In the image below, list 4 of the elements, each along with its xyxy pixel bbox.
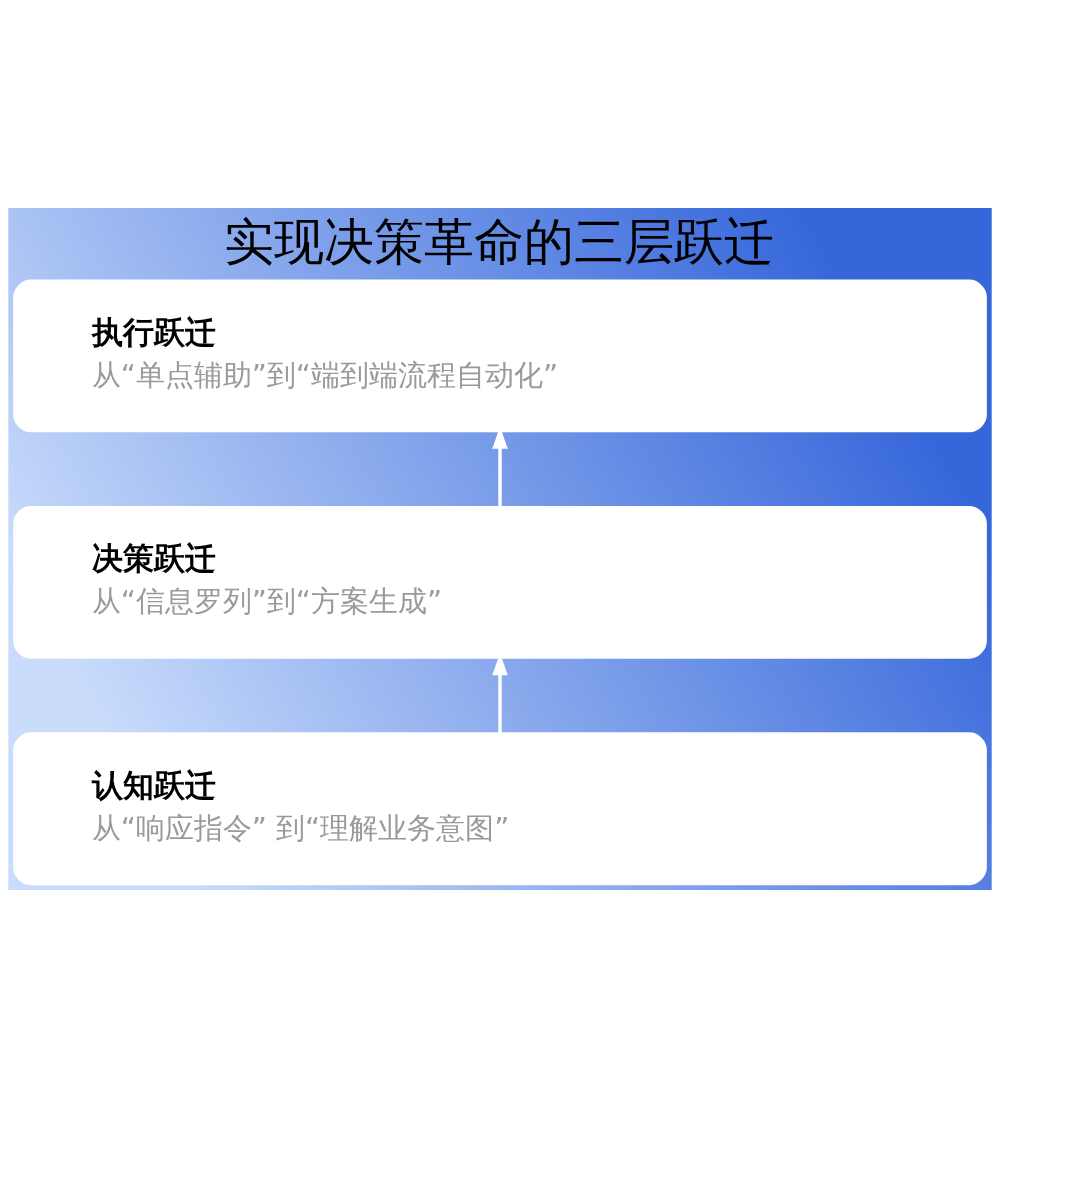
- node-box: 决策跃迁 从“信息罗列”到“方案生成”: [13, 505, 987, 659]
- diagram-title: 实现决策革命的三层跃迁: [224, 212, 775, 271]
- node-box: 认知跃迁 从“响应指令” 到“理解业务意图”: [13, 731, 987, 885]
- node-box: 执行跃迁 从“单点辅助”到“端到端流程自动化”: [13, 279, 987, 432]
